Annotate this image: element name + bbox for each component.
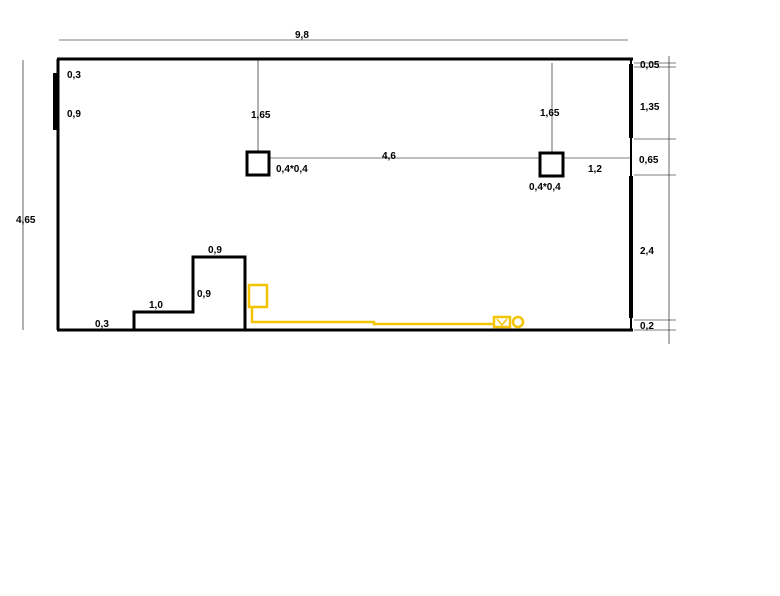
step-structure xyxy=(132,255,247,330)
step-lower-width-label: 1,0 xyxy=(149,300,163,311)
step-top-width-label: 0,9 xyxy=(208,245,222,256)
left-wall-top-label: 0,3 xyxy=(67,70,81,81)
step-top-height-label: 0,9 xyxy=(197,289,211,300)
column2-from-wall-label: 1,65 xyxy=(540,108,560,119)
utility-fixture xyxy=(492,315,512,329)
utility-line xyxy=(250,307,494,326)
utility-box xyxy=(247,283,269,309)
right-segment-2-label: 2,4 xyxy=(640,246,654,257)
left-wall-segment-label: 0,9 xyxy=(67,109,81,120)
utility-fixture-mark xyxy=(496,318,508,327)
bottom-left-offset-label: 0,3 xyxy=(95,319,109,330)
column1-size-label: 0,4*0,4 xyxy=(276,164,308,175)
right-segment-1-label: 1,35 xyxy=(640,102,660,113)
utility-valve-circle xyxy=(511,315,525,329)
right-opening-label: 0,65 xyxy=(639,155,659,166)
column2-to-wall-label: 1,2 xyxy=(588,164,602,175)
column-2 xyxy=(538,151,565,178)
column1-from-wall-label: 1,65 xyxy=(251,110,271,121)
overall-height-label: 4,65 xyxy=(16,215,36,226)
overall-width-label: 9,8 xyxy=(295,30,309,41)
column2-size-label: 0,4*0,4 xyxy=(529,182,561,193)
right-top-gap-label: 0,05 xyxy=(640,60,660,71)
right-bottom-gap-label: 0,2 xyxy=(640,321,654,332)
between-columns-label: 4,6 xyxy=(382,151,396,162)
column-1 xyxy=(245,150,271,177)
